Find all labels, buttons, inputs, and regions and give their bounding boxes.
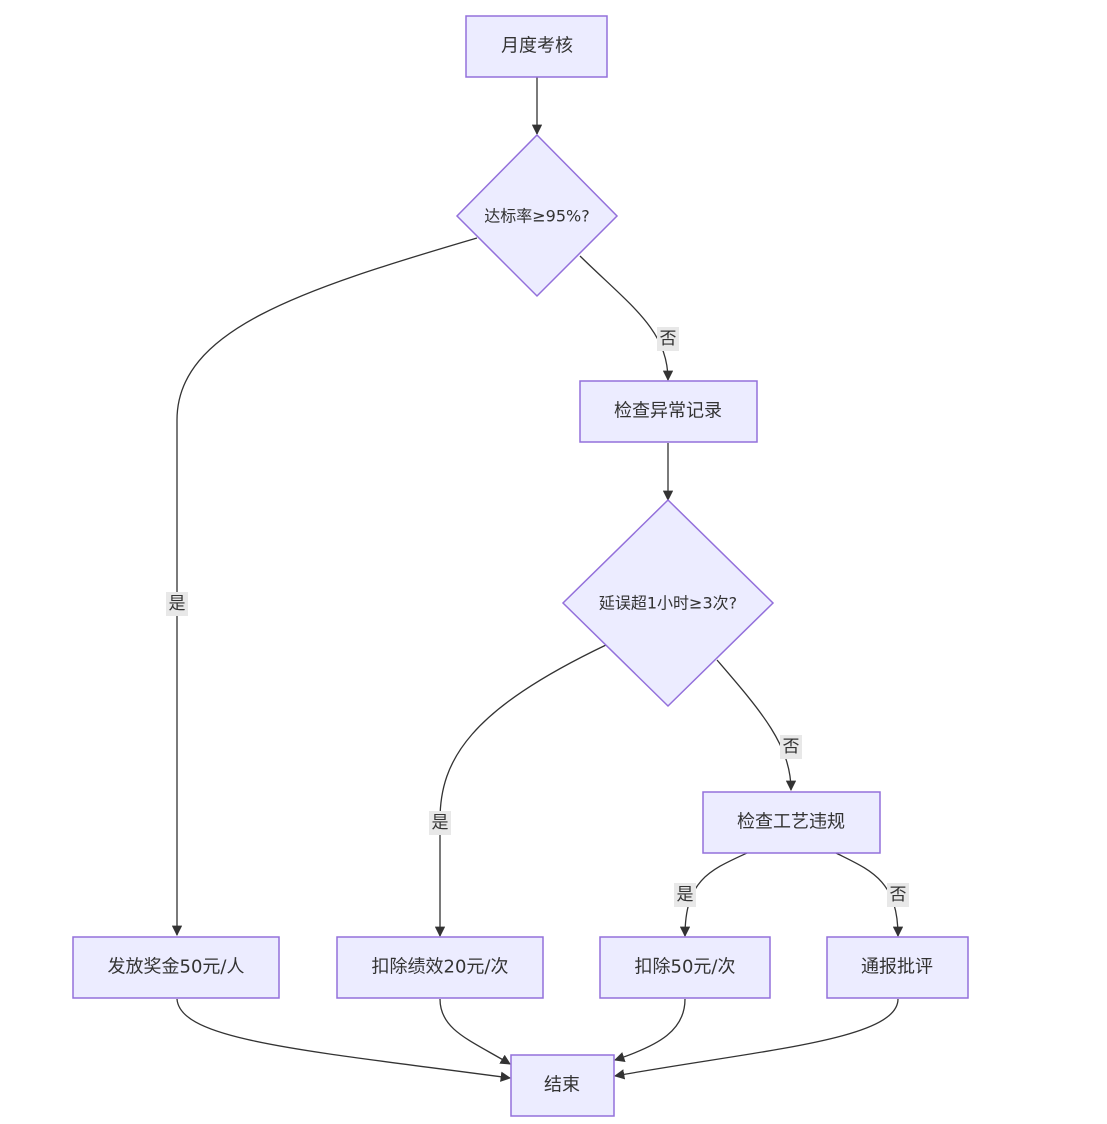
node-bonus-label: 发放奖金50元/人 (108, 957, 245, 978)
edge-label-rate-no: 否 (657, 327, 679, 351)
node-decision-delay-label: 延误超1小时≥3次? (599, 594, 737, 613)
node-decision-rate: 达标率≥95%? (455, 133, 619, 298)
edge-label-delay-no-text: 否 (783, 737, 800, 757)
node-start-label: 月度考核 (501, 36, 573, 57)
edge-label-delay-no: 否 (780, 735, 802, 759)
node-decision-rate-label: 达标率≥95%? (484, 207, 589, 226)
edge-rate-yes-to-bonus (171, 237, 478, 937)
edge-perf-to-end (439, 998, 511, 1065)
node-bonus: 发放奖金50元/人 (72, 936, 280, 999)
edge-label-delay-yes: 是 (429, 811, 451, 835)
edge-delay-no-to-process (716, 659, 797, 792)
edge-label-rate-yes: 是 (166, 592, 188, 616)
node-decision-delay: 延误超1小时≥3次? (561, 498, 775, 708)
edge-label-process-no: 否 (887, 883, 909, 907)
node-check-abnormal: 检查异常记录 (579, 380, 758, 443)
node-end: 结束 (510, 1054, 615, 1117)
edge-label-process-yes-text: 是 (677, 885, 694, 905)
edge-delay-yes-to-perf (434, 644, 607, 938)
edge-bonus-to-end (176, 998, 512, 1082)
edge-rate-no-to-abnormal (579, 255, 674, 382)
node-deduct-50: 扣除50元/次 (599, 936, 771, 999)
edge-process-no-to-criticize (835, 852, 904, 938)
edge-label-process-no-text: 否 (890, 885, 907, 905)
edge-label-rate-yes-text: 是 (169, 594, 186, 614)
edge-label-delay-yes-text: 是 (432, 813, 449, 833)
node-check-abnormal-label: 检查异常记录 (614, 401, 722, 422)
node-deduct-perf-label: 扣除绩效20元/次 (372, 957, 509, 978)
edge-labels: 是 否 是 否 是 否 (166, 327, 909, 907)
node-check-process-label: 检查工艺违规 (737, 812, 845, 833)
edge-label-process-yes: 是 (674, 883, 696, 907)
node-criticize-label: 通报批评 (861, 957, 933, 978)
nodes: 月度考核 达标率≥95%? 检查异常记录 延误超1小时≥3次? 检查工艺违规 发… (72, 15, 969, 1117)
edge-deduct50-to-end (614, 998, 686, 1062)
edge-label-rate-no-text: 否 (660, 329, 677, 349)
node-check-process: 检查工艺违规 (702, 791, 881, 854)
edge-criticize-to-end (613, 998, 899, 1080)
edges (171, 77, 904, 1082)
node-deduct-perf: 扣除绩效20元/次 (336, 936, 544, 999)
edge-process-yes-to-deduct50 (679, 852, 748, 938)
node-criticize: 通报批评 (826, 936, 969, 999)
node-start: 月度考核 (465, 15, 608, 78)
node-deduct-50-label: 扣除50元/次 (635, 957, 736, 978)
node-end-label: 结束 (544, 1075, 580, 1096)
